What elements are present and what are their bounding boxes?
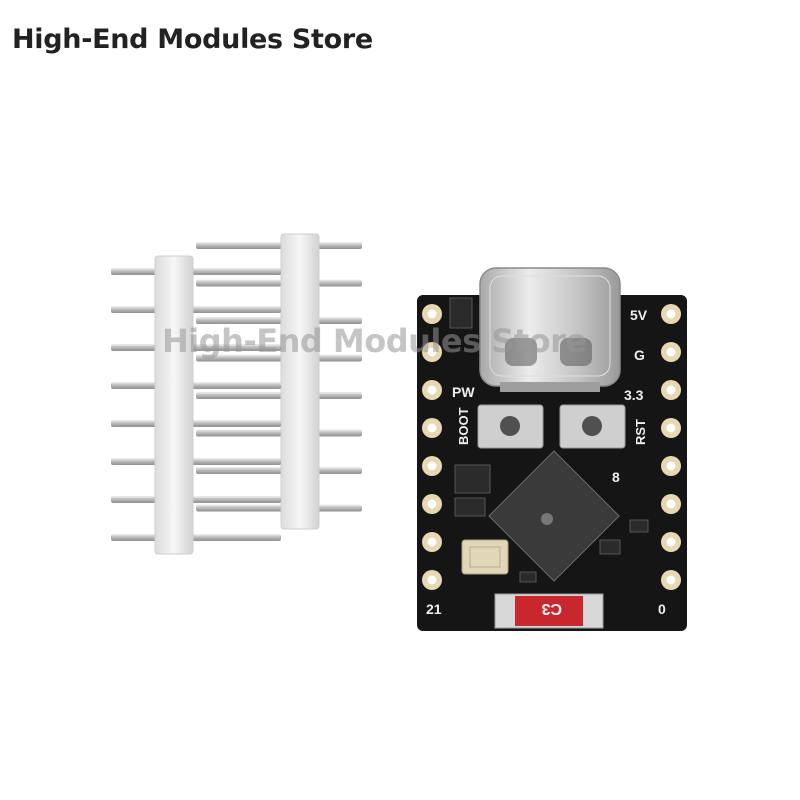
- header-pin: [196, 242, 362, 249]
- pin-label-5v: 5V: [630, 307, 648, 323]
- header-pin: [196, 279, 362, 287]
- header-pin: [196, 504, 362, 512]
- pin-label-8: 8: [612, 469, 620, 485]
- boot-button: [477, 404, 544, 449]
- header-pin: [111, 306, 281, 313]
- header-pin: [111, 268, 281, 275]
- pin-label-0: 0: [658, 601, 666, 617]
- header-pin: [111, 420, 281, 427]
- pin-label-33: 3.3: [624, 387, 644, 403]
- pin-hole: [666, 537, 676, 547]
- crystal-oscillator: [461, 539, 509, 575]
- pin-hole: [427, 537, 437, 547]
- pin-hole: [666, 499, 676, 509]
- chip-model-sticker: C3: [494, 593, 604, 629]
- pin-hole: [427, 309, 437, 319]
- pin-header-back: [196, 233, 362, 530]
- pin-hole: [427, 461, 437, 471]
- pin-label-21: 21: [426, 601, 442, 617]
- header-pin: [111, 458, 281, 465]
- pin-hole: [427, 347, 437, 357]
- header-pin: [196, 467, 362, 474]
- header-pin: [111, 344, 281, 351]
- header-pin: [196, 354, 362, 362]
- pin-hole: [666, 575, 676, 585]
- smd-components: [449, 297, 649, 583]
- esp32-chip: [488, 450, 620, 582]
- header-pin: [196, 429, 362, 437]
- esp32-c3-board: 5V G 3.3 PW 8 21 0 BOOT RST C3: [417, 267, 687, 631]
- pin-hole: [427, 575, 437, 585]
- header-pin: [111, 534, 281, 541]
- pin-hole: [427, 423, 437, 433]
- right-pin-pads: [661, 304, 681, 590]
- usb-c-connector: [479, 267, 621, 392]
- left-pin-pads: [422, 304, 442, 590]
- header-pin: [111, 496, 281, 503]
- rst-label: RST: [633, 419, 648, 445]
- chip-model-label: C3: [541, 600, 562, 617]
- pin-hole: [666, 461, 676, 471]
- pin-label-g: G: [634, 347, 645, 363]
- pin-header-front: [111, 255, 281, 555]
- pin-hole: [666, 309, 676, 319]
- pin-hole: [427, 385, 437, 395]
- store-title: High-End Modules Store: [12, 24, 373, 55]
- pin-hole: [666, 423, 676, 433]
- header-pin: [111, 382, 281, 389]
- boot-label: BOOT: [456, 407, 471, 445]
- pin-hole: [666, 385, 676, 395]
- pin-hole: [427, 499, 437, 509]
- header-pin: [196, 317, 362, 324]
- header-pin: [196, 392, 362, 399]
- pin-hole: [666, 347, 676, 357]
- reset-button: [559, 404, 626, 449]
- power-led-label: PW: [452, 384, 475, 400]
